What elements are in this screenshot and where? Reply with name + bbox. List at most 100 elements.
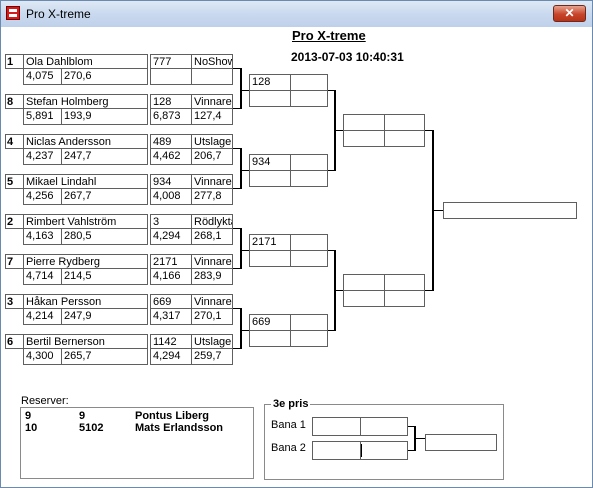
car-number[interactable]: 3 [150,214,192,229]
score-d[interactable]: 127,4 [191,108,233,125]
score-c[interactable]: 4,317 [150,308,192,325]
score-d[interactable]: 283,9 [191,268,233,285]
lane-2-label: Bana 2 [271,442,306,454]
qf-field[interactable] [290,170,328,187]
lane-2-field-a[interactable] [312,441,361,460]
car-number[interactable]: 934 [150,174,192,189]
sf-field[interactable] [384,114,425,131]
score-b[interactable]: 214,5 [61,268,148,285]
score-b[interactable]: 265,7 [61,348,148,365]
connector-line [233,348,241,349]
player-name[interactable]: Stefan Holmberg [23,94,148,109]
score-b[interactable]: 267,7 [61,188,148,205]
qf-field[interactable] [290,90,328,107]
seed-number: 6 [5,334,24,349]
qf-field[interactable] [290,314,328,331]
qf-car-number[interactable]: 128 [249,74,291,91]
car-number[interactable]: 2171 [150,254,192,269]
player-name[interactable]: Bertil Bernerson [23,334,148,349]
car-number[interactable]: 777 [150,54,192,69]
lane-1-field-b[interactable] [360,417,408,436]
result-status[interactable]: Utslagen [191,134,233,149]
score-b[interactable]: 280,5 [61,228,148,245]
connector-line [328,170,335,171]
connector-line [241,170,249,171]
qf-field[interactable] [290,154,328,171]
third-prize-result[interactable] [425,434,497,451]
result-status[interactable]: Vinnare [191,254,233,269]
qf-field[interactable] [290,250,328,267]
qf-car-number[interactable]: 934 [249,154,291,171]
score-c[interactable]: 4,294 [150,228,192,245]
qf-car-number[interactable]: 669 [249,314,291,331]
lane-1-field-a[interactable] [312,417,361,436]
score-a[interactable]: 4,163 [23,228,62,245]
sf-field[interactable] [343,130,385,147]
qf-field[interactable] [290,74,328,91]
score-d[interactable]: 206,7 [191,148,233,165]
score-c[interactable] [150,68,192,85]
qf-field[interactable] [249,250,291,267]
score-d[interactable]: 268,1 [191,228,233,245]
close-button[interactable]: ✕ [553,5,586,22]
score-b[interactable]: 247,9 [61,308,148,325]
score-c[interactable]: 4,462 [150,148,192,165]
player-name[interactable]: Rimbert Vahlström [23,214,148,229]
score-a[interactable]: 4,214 [23,308,62,325]
connector-line [240,68,242,109]
score-d[interactable]: 277,8 [191,188,233,205]
qf-field[interactable] [290,330,328,347]
car-number[interactable]: 489 [150,134,192,149]
third-prize-group [264,404,504,480]
result-status[interactable]: Vinnare [191,174,233,189]
car-number[interactable]: 669 [150,294,192,309]
reserve-number: 9 [79,410,86,422]
final-result-field[interactable] [443,202,577,219]
score-a[interactable]: 4,075 [23,68,62,85]
reserve-number: 5102 [79,422,104,434]
sf-field[interactable] [343,114,385,131]
car-number[interactable]: 1142 [150,334,192,349]
player-name[interactable]: Ola Dahlblom [23,54,148,69]
score-c[interactable]: 4,294 [150,348,192,365]
qf-car-number[interactable]: 2171 [249,234,291,251]
player-name[interactable]: Pierre Rydberg [23,254,148,269]
player-name[interactable]: Mikael Lindahl [23,174,148,189]
sf-field[interactable] [343,290,385,307]
score-b[interactable]: 247,7 [61,148,148,165]
result-status[interactable]: Utslagen [191,334,233,349]
qf-field[interactable] [290,234,328,251]
qf-field[interactable] [249,170,291,187]
player-name[interactable]: Håkan Persson [23,294,148,309]
score-d[interactable] [191,68,233,85]
score-b[interactable]: 193,9 [61,108,148,125]
score-c[interactable]: 4,008 [150,188,192,205]
player-name[interactable]: Niclas Andersson [23,134,148,149]
score-b[interactable]: 270,6 [61,68,148,85]
title-bar[interactable]: Pro X-treme ✕ [1,1,592,27]
lane-2-field-b[interactable] [360,441,408,460]
result-status[interactable]: Vinnare [191,294,233,309]
result-status[interactable]: Vinnare [191,94,233,109]
sf-field[interactable] [384,290,425,307]
score-c[interactable]: 6,873 [150,108,192,125]
sf-field[interactable] [384,130,425,147]
qf-field[interactable] [249,330,291,347]
car-number[interactable]: 128 [150,94,192,109]
score-a[interactable]: 4,714 [23,268,62,285]
connector-line [433,210,443,211]
score-d[interactable]: 270,1 [191,308,233,325]
result-status[interactable]: Rödlykta [191,214,233,229]
sf-field[interactable] [384,274,425,291]
result-status[interactable]: NoShow [191,54,233,69]
score-a[interactable]: 5,891 [23,108,62,125]
score-d[interactable]: 259,7 [191,348,233,365]
score-a[interactable]: 4,300 [23,348,62,365]
sf-field[interactable] [343,274,385,291]
score-c[interactable]: 4,166 [150,268,192,285]
score-a[interactable]: 4,237 [23,148,62,165]
qf-field[interactable] [249,90,291,107]
score-a[interactable]: 4,256 [23,188,62,205]
